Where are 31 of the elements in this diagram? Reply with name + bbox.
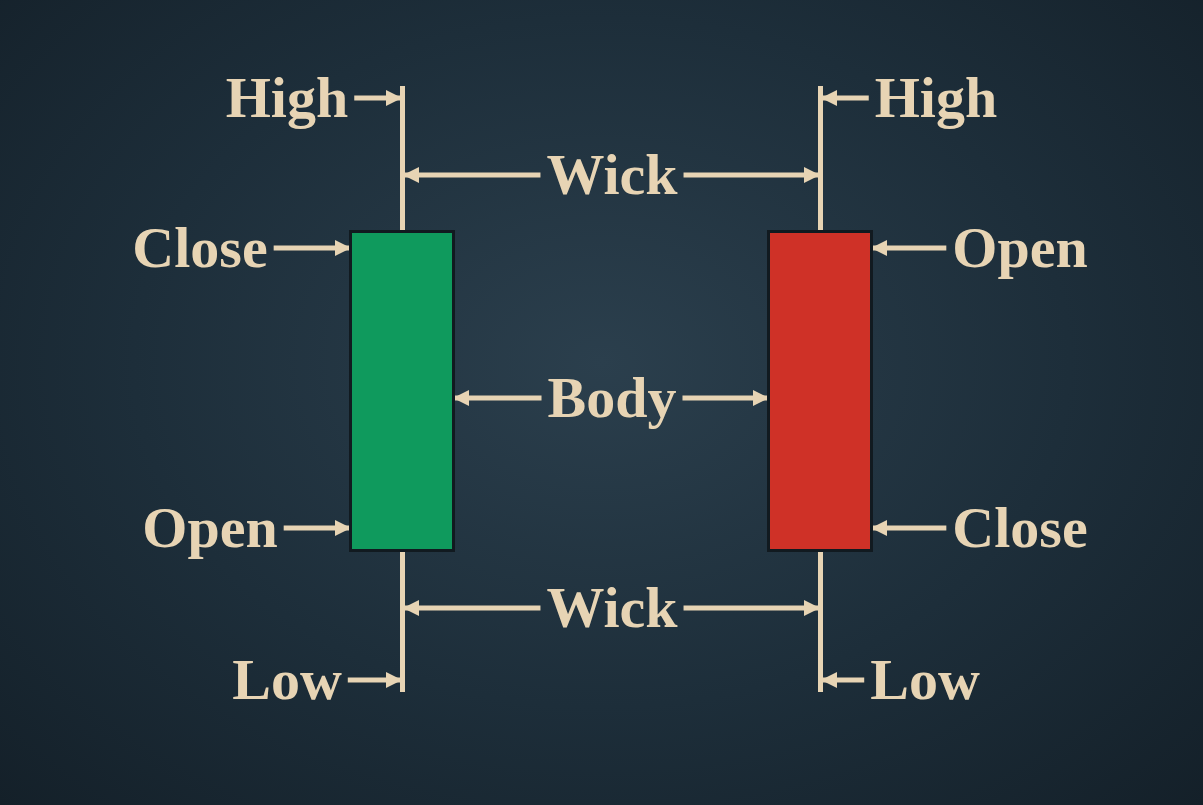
arrow — [403, 167, 541, 183]
arrow — [682, 390, 769, 406]
arrow — [347, 672, 402, 688]
price-label: Body — [547, 369, 677, 427]
candle-wick — [818, 86, 823, 230]
arrow — [283, 520, 351, 536]
price-label: High — [225, 69, 349, 127]
price-label: Wick — [546, 146, 678, 204]
arrow — [821, 90, 869, 106]
candle-wick — [400, 86, 405, 230]
candle-wick — [400, 552, 405, 692]
price-label: Low — [232, 651, 342, 709]
arrow — [354, 90, 402, 106]
price-label: Open — [142, 499, 278, 557]
arrow — [821, 672, 865, 688]
price-label: Low — [870, 651, 980, 709]
arrow — [871, 240, 947, 256]
price-label: Wick — [546, 579, 678, 637]
price-label: Close — [952, 499, 1088, 557]
price-label: High — [874, 69, 998, 127]
arrow — [683, 167, 820, 183]
candle-body — [767, 230, 873, 552]
arrow — [453, 390, 542, 406]
price-label: Close — [132, 219, 268, 277]
candle-wick — [818, 552, 823, 692]
arrow — [403, 600, 541, 616]
arrow — [871, 520, 947, 536]
arrow — [273, 240, 351, 256]
arrow — [683, 600, 820, 616]
candle-body — [349, 230, 455, 552]
price-label: Open — [952, 219, 1088, 277]
